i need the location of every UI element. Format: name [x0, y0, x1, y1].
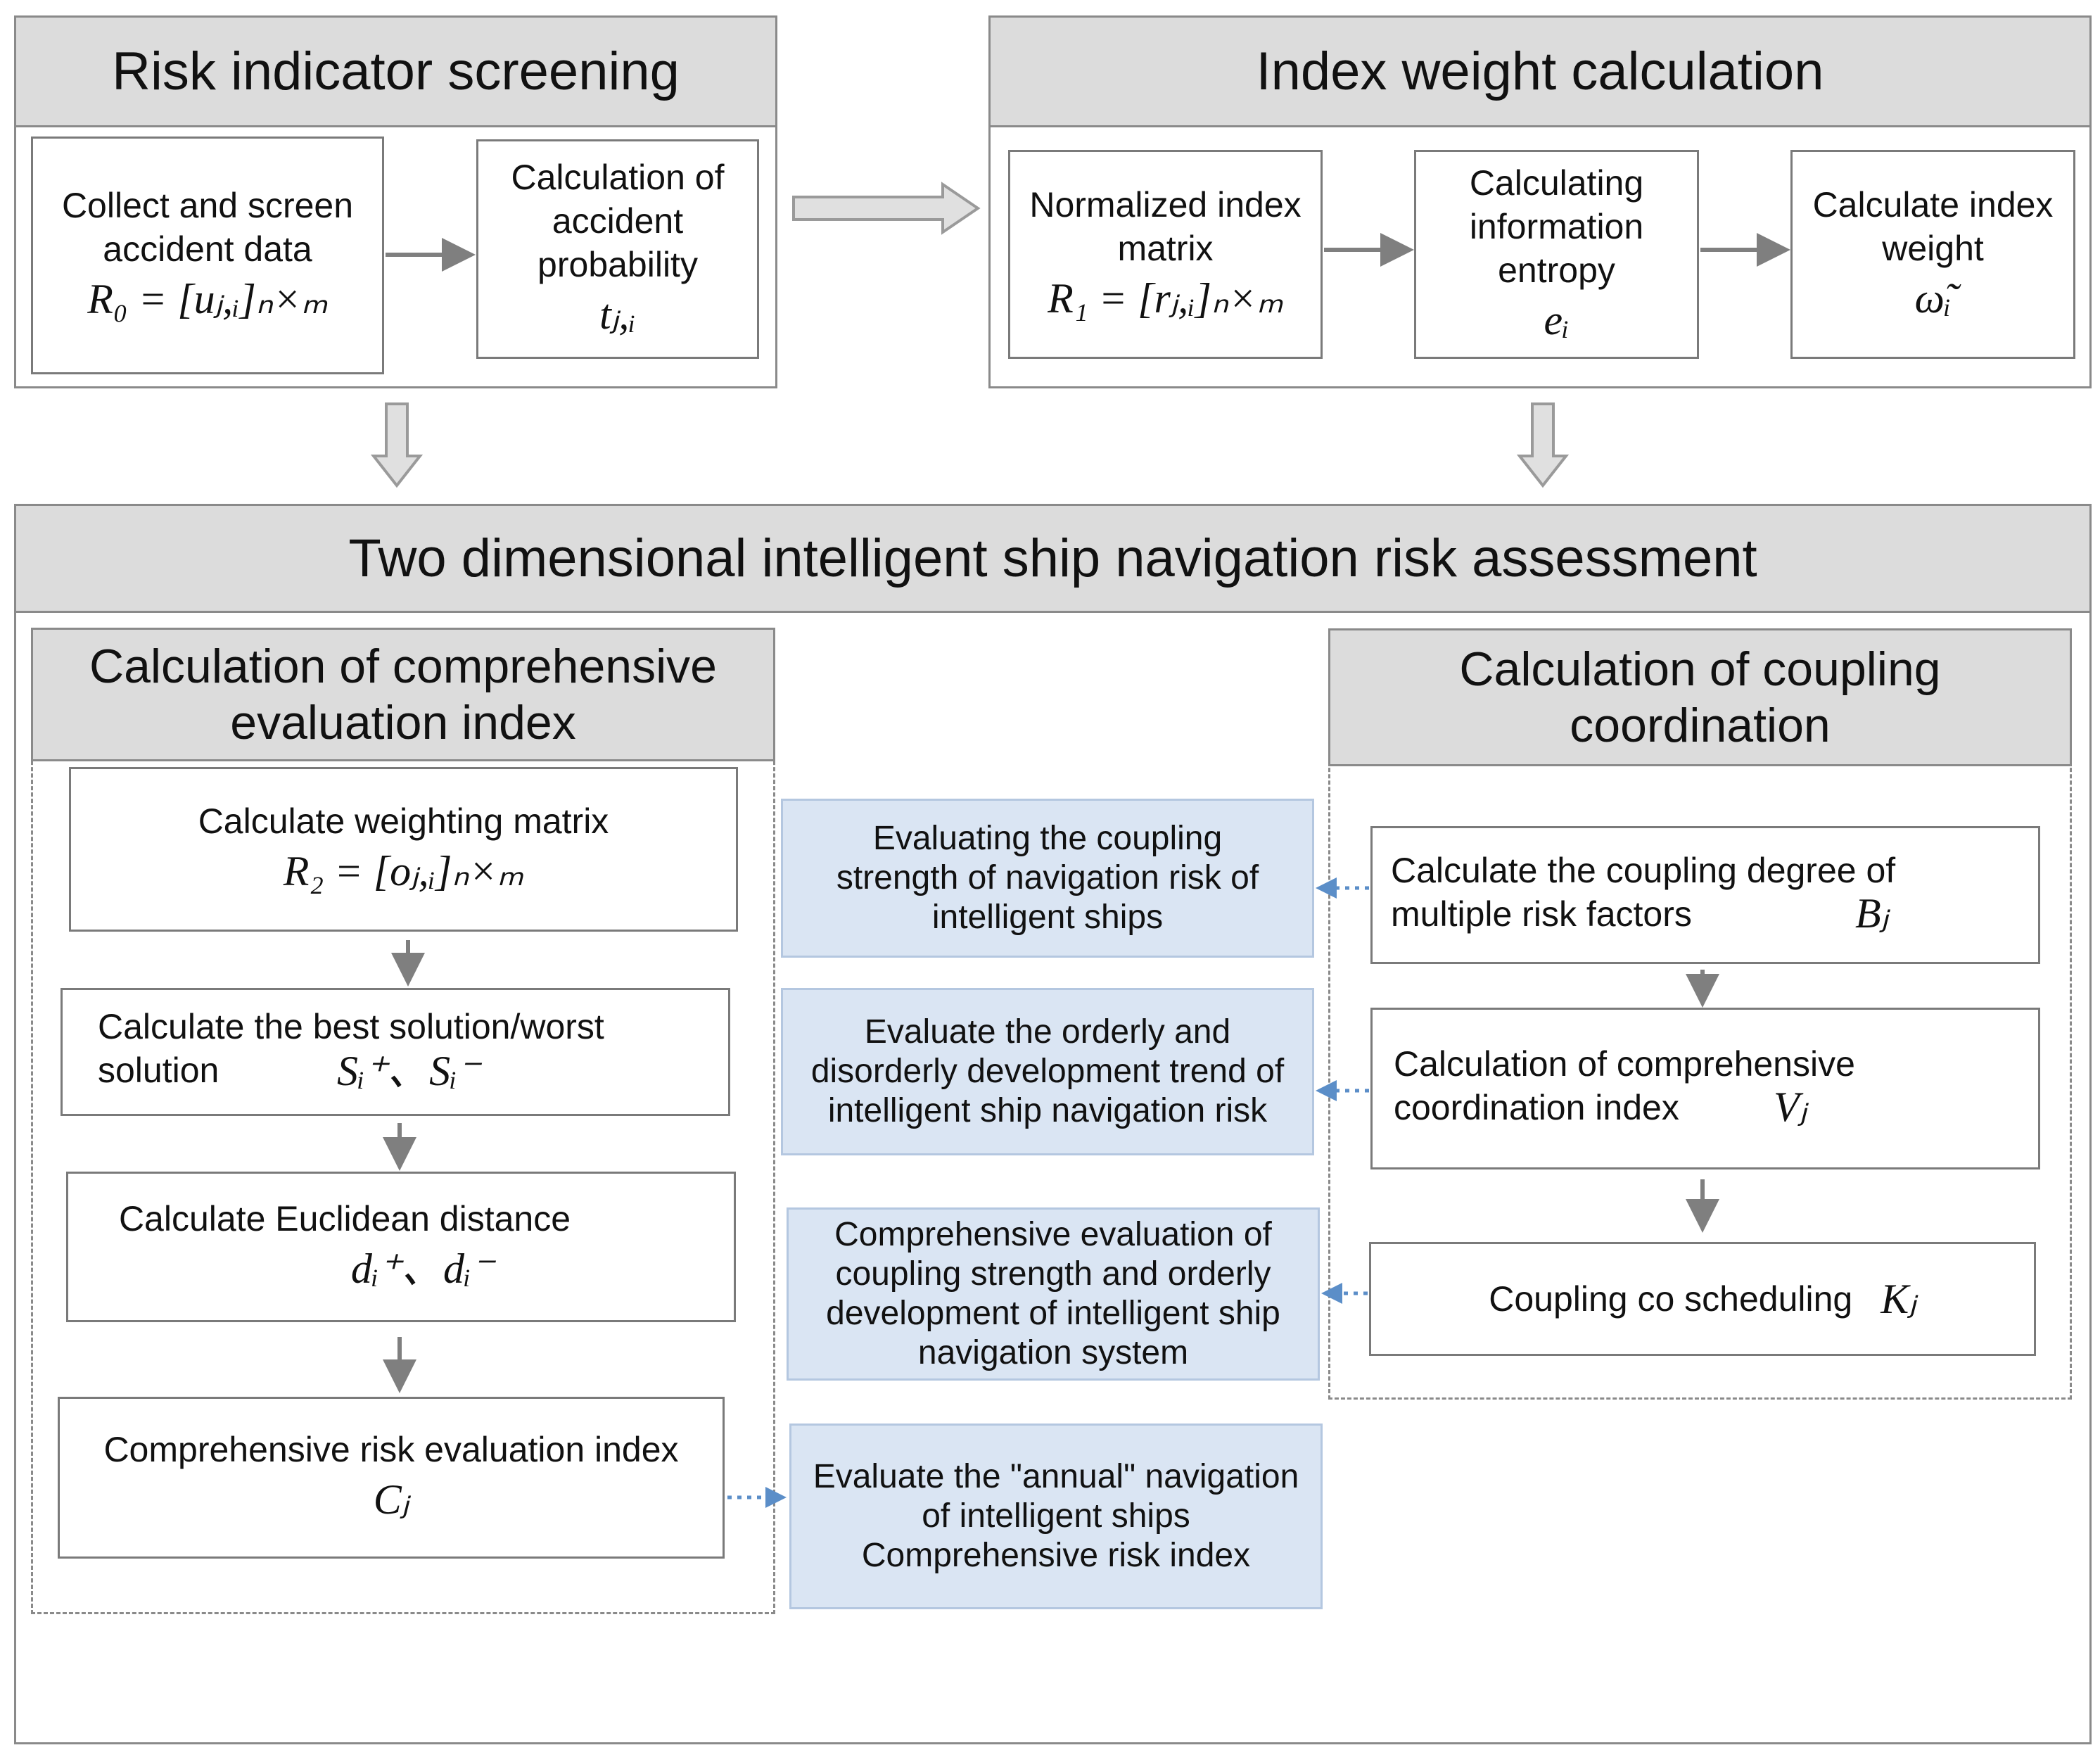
best-worst-solution-box: Calculate the best solution/worst soluti… [61, 988, 730, 1116]
k-j-formula: Kⱼ [1881, 1276, 1916, 1322]
hollow-right-arrow [792, 182, 981, 235]
hollow-down-arrow-left [370, 402, 424, 488]
index-weight-box: Calculate index weight ω̃ᵢ [1790, 150, 2075, 359]
coupling-degree-box: Calculate the coupling degree of multipl… [1370, 826, 2040, 964]
information-entropy-box: Calculating information entropy eᵢ [1414, 150, 1699, 359]
index-weight-label: Calculate index weight [1812, 184, 2054, 268]
normalized-index-matrix-label: Normalized index matrix [1029, 184, 1302, 268]
coupling-co-scheduling-label: Coupling co scheduling [1489, 1279, 1853, 1319]
risk-assessment-title: Two dimensional intelligent ship navigat… [16, 506, 2089, 613]
risk-indicator-screening-title: Risk indicator screening [16, 18, 775, 127]
weighting-matrix-box: Calculate weighting matrix R₂ = [oⱼ,ᵢ]ₙ×… [69, 767, 738, 932]
normalized-index-matrix-box: Normalized index matrix R₁ = [rⱼ,ᵢ]ₙ×ₘ [1008, 150, 1323, 359]
index-weight-calculation-title: Index weight calculation [991, 18, 2089, 127]
coupling-strength-outcome: Evaluating the coupling strength of navi… [781, 799, 1314, 958]
omega-i-formula: ω̃ᵢ [1914, 274, 1952, 322]
s-plus-minus-formula: Sᵢ⁺、Sᵢ⁻ [337, 1048, 480, 1094]
hollow-down-arrow-right [1516, 402, 1570, 488]
coupling-co-scheduling-box: Coupling co scheduling Kⱼ [1369, 1242, 2036, 1356]
coupling-degree-label: Calculate the coupling degree of multipl… [1391, 851, 1896, 934]
coordination-index-box: Calculation of comprehensive coordinatio… [1370, 1008, 2040, 1169]
r2-matrix-formula: R₂ = [oⱼ,ᵢ]ₙ×ₘ [283, 848, 524, 894]
annual-risk-index-outcome: Evaluate the "annual" navigation of inte… [789, 1424, 1323, 1609]
weighting-matrix-label: Calculate weighting matrix [198, 801, 609, 841]
development-trend-outcome: Evaluate the orderly and disorderly deve… [781, 988, 1314, 1155]
c-j-formula: Cⱼ [373, 1476, 409, 1523]
comprehensive-index-title: Calculation of comprehensive evaluation … [31, 628, 775, 761]
d-plus-minus-formula: dᵢ⁺、dᵢ⁻ [350, 1245, 494, 1292]
comprehensive-evaluation-outcome: Comprehensive evaluation of coupling str… [787, 1207, 1320, 1381]
v-j-formula: Vⱼ [1774, 1084, 1807, 1130]
t-ji-formula: tⱼ,ᵢ [599, 291, 636, 338]
coordination-index-label: Calculation of comprehensive coordinatio… [1394, 1044, 1855, 1127]
information-entropy-label: Calculating information entropy [1469, 163, 1644, 290]
coupling-coordination-title: Calculation of coupling coordination [1328, 628, 2072, 766]
collect-screen-accident-data-box: Collect and screen accident data R₀ = [u… [31, 137, 384, 374]
r1-matrix-formula: R₁ = [rⱼ,ᵢ]ₙ×ₘ [1048, 274, 1283, 322]
accident-probability-label: Calculation of accident probability [511, 158, 725, 284]
e-i-formula: eᵢ [1544, 296, 1570, 343]
euclidean-distance-label: Calculate Euclidean distance [118, 1199, 571, 1238]
euclidean-distance-box: Calculate Euclidean distance dᵢ⁺、dᵢ⁻ [66, 1172, 736, 1322]
accident-probability-box: Calculation of accident probability tⱼ,ᵢ [476, 139, 759, 359]
collect-screen-accident-data-label: Collect and screen accident data [61, 186, 354, 269]
comprehensive-risk-index-box: Comprehensive risk evaluation index Cⱼ [58, 1397, 725, 1559]
best-worst-solution-label: Calculate the best solution/worst soluti… [98, 1007, 604, 1090]
r0-matrix-formula: R₀ = [uⱼ,ᵢ]ₙ×ₘ [87, 276, 328, 322]
b-j-formula: Bⱼ [1855, 890, 1889, 937]
comprehensive-risk-index-label: Comprehensive risk evaluation index [103, 1430, 679, 1469]
